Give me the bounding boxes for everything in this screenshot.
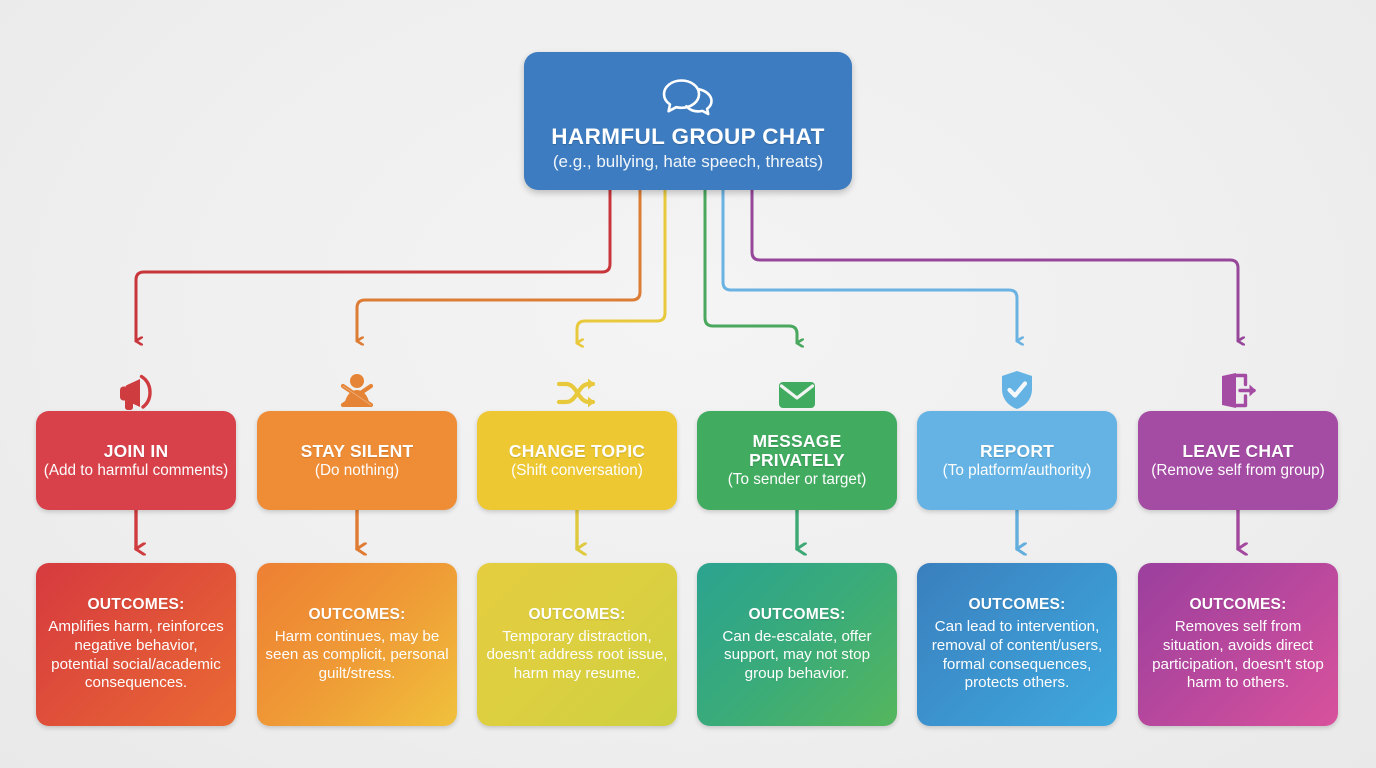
- option-box-join-in[interactable]: JOIN IN (Add to harmful comments): [36, 411, 236, 510]
- outcome-label: OUTCOMES:: [1189, 596, 1287, 614]
- outcome-box-join-in[interactable]: OUTCOMES: Amplifies harm, reinforces neg…: [36, 563, 236, 726]
- outcome-box-change-topic[interactable]: OUTCOMES: Temporary distraction, doesn't…: [477, 563, 677, 726]
- option-title: CHANGE TOPIC: [508, 440, 646, 461]
- icon-slot-stay-silent: [257, 355, 457, 411]
- connector-message-privately: [703, 188, 797, 343]
- root-title: HARMFUL GROUP CHAT: [551, 123, 825, 149]
- option-title: LEAVE CHAT: [1182, 440, 1294, 461]
- connector-report: [721, 188, 1017, 341]
- option-title: MESSAGE PRIVATELY: [749, 431, 845, 471]
- icon-slot-leave-chat: [1138, 355, 1338, 411]
- connector-stay-silent: [357, 188, 642, 341]
- outcome-text: Can lead to intervention, removal of con…: [931, 618, 1103, 692]
- outcome-text: Removes self from situation, avoids dire…: [1152, 618, 1324, 692]
- option-title: REPORT: [979, 440, 1055, 461]
- shield-check-icon: [1002, 371, 1032, 409]
- option-box-message-privately[interactable]: MESSAGE PRIVATELY (To sender or target): [697, 411, 897, 510]
- outcome-label: OUTCOMES:: [308, 605, 406, 623]
- outcome-box-leave-chat[interactable]: OUTCOMES: Removes self from situation, a…: [1138, 563, 1338, 726]
- option-subtitle: (To platform/authority): [942, 461, 1092, 479]
- exit-door-icon: [1222, 373, 1256, 408]
- shuffle-icon: [556, 378, 596, 408]
- envelope-icon: [779, 382, 815, 408]
- outcome-text: Harm continues, may be seen as complicit…: [265, 627, 449, 682]
- option-box-change-topic[interactable]: CHANGE TOPIC (Shift conversation): [477, 411, 677, 510]
- option-box-leave-chat[interactable]: LEAVE CHAT (Remove self from group): [1138, 411, 1338, 510]
- option-subtitle: (Do nothing): [314, 461, 400, 479]
- connector-change-topic: [577, 188, 667, 343]
- connector-join-in: [136, 188, 612, 341]
- megaphone-icon: [120, 374, 152, 410]
- outcome-label: OUTCOMES:: [748, 605, 846, 623]
- icon-slot-join-in: [36, 355, 236, 411]
- icon-slot-report: [917, 355, 1117, 411]
- outcome-label: OUTCOMES:: [528, 605, 626, 623]
- root-node-harmful-group-chat[interactable]: HARMFUL GROUP CHAT (e.g., bullying, hate…: [524, 52, 852, 190]
- outcome-text: Temporary distraction, doesn't address r…: [486, 627, 668, 682]
- outcome-text: Amplifies harm, reinforces negative beha…: [48, 618, 224, 692]
- outcome-box-stay-silent[interactable]: OUTCOMES: Harm continues, may be seen as…: [257, 563, 457, 726]
- option-title: JOIN IN: [103, 440, 169, 461]
- root-subtitle: (e.g., bullying, hate speech, threats): [552, 151, 824, 171]
- icon-slot-message-privately: [697, 355, 897, 411]
- chat-bubbles-icon: [660, 77, 716, 119]
- outcome-label: OUTCOMES:: [87, 596, 185, 614]
- outcome-label: OUTCOMES:: [968, 596, 1066, 614]
- connector-leave-chat: [750, 188, 1238, 341]
- option-subtitle: (To sender or target): [727, 471, 867, 489]
- option-box-report[interactable]: REPORT (To platform/authority): [917, 411, 1117, 510]
- option-subtitle: (Remove self from group): [1151, 461, 1325, 479]
- option-box-stay-silent[interactable]: STAY SILENT (Do nothing): [257, 411, 457, 510]
- outcome-text: Can de-escalate, offer support, may not …: [722, 627, 872, 682]
- option-subtitle: (Shift conversation): [511, 461, 643, 479]
- option-title: STAY SILENT: [300, 440, 414, 461]
- outcome-box-report[interactable]: OUTCOMES: Can lead to intervention, remo…: [917, 563, 1117, 726]
- person-crossed-arms-icon: [340, 374, 374, 408]
- icon-slot-change-topic: [477, 355, 677, 411]
- outcome-box-message-privately[interactable]: OUTCOMES: Can de-escalate, offer support…: [697, 563, 897, 726]
- option-subtitle: (Add to harmful comments): [43, 461, 229, 479]
